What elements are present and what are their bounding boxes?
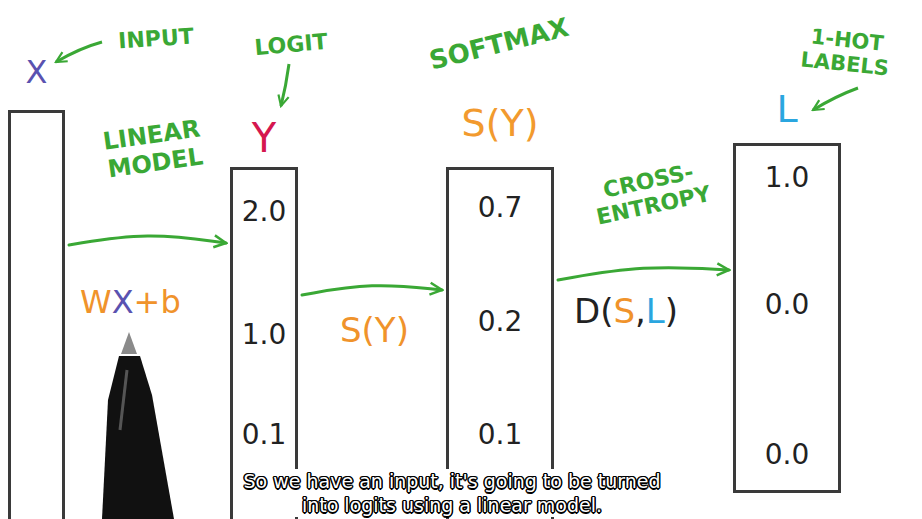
flow-arrow — [302, 286, 442, 295]
glyph: D — [574, 291, 600, 331]
pen-highlight — [120, 370, 127, 430]
glyph: ) — [396, 310, 409, 350]
annotation: LINEAR MODEL — [83, 113, 224, 186]
glyph: ) — [665, 291, 678, 331]
leader-line — [281, 64, 289, 106]
vector-value: 0.7 — [478, 193, 523, 224]
flow-arrow — [69, 236, 226, 245]
glyph: L — [646, 291, 665, 331]
vector-value: 2.0 — [242, 197, 287, 228]
glyph: , — [635, 291, 646, 331]
vector-value: 0.0 — [765, 440, 810, 471]
pen-body — [102, 356, 174, 519]
vector-value: 0.1 — [242, 420, 287, 451]
vector-box: Y2.01.00.1 — [230, 167, 298, 519]
glyph: ( — [600, 291, 613, 331]
leader-line — [813, 88, 858, 110]
vector-value: 1.0 — [242, 320, 287, 351]
edge-label: S(Y) — [340, 312, 409, 349]
edge-label: WX+b — [80, 285, 181, 320]
annotation: CROSS-ENTROPY — [582, 155, 720, 232]
edge-label: D(S,L) — [574, 293, 678, 330]
glyph: S — [340, 310, 362, 350]
vector-symbol: L — [776, 89, 797, 131]
vector-box: L1.00.00.0 — [733, 143, 841, 493]
flow-arrow — [558, 268, 729, 280]
glyph: X — [112, 283, 134, 321]
vector-value: 0.0 — [765, 290, 810, 321]
subtitle: So we have an input, it's going to be tu… — [242, 469, 662, 517]
glyph: + — [134, 283, 161, 321]
annotation: 1-HOT LABELS — [780, 21, 912, 82]
pen-illustration — [102, 332, 174, 519]
glyph: b — [160, 283, 180, 321]
glyph: S — [613, 291, 635, 331]
annotation: INPUT — [105, 23, 207, 55]
vector-value: 0.1 — [478, 420, 523, 451]
vector-symbol: S(Y) — [462, 103, 539, 145]
input-box: X — [8, 110, 65, 519]
vector-value: 0.2 — [478, 307, 523, 338]
annotation: SOFTMAX — [426, 14, 569, 77]
glyph: W — [80, 283, 112, 321]
vector-symbol: Y — [252, 116, 276, 160]
glyph: Y — [375, 310, 396, 350]
pen-tip — [121, 332, 137, 354]
vector-value: 1.0 — [765, 163, 810, 194]
leader-line — [56, 42, 102, 62]
glyph: ( — [362, 310, 375, 350]
vector-symbol: X — [26, 55, 48, 90]
vector-box: S(Y)0.70.20.1 — [446, 167, 554, 519]
annotation: LOGIT — [245, 28, 337, 61]
